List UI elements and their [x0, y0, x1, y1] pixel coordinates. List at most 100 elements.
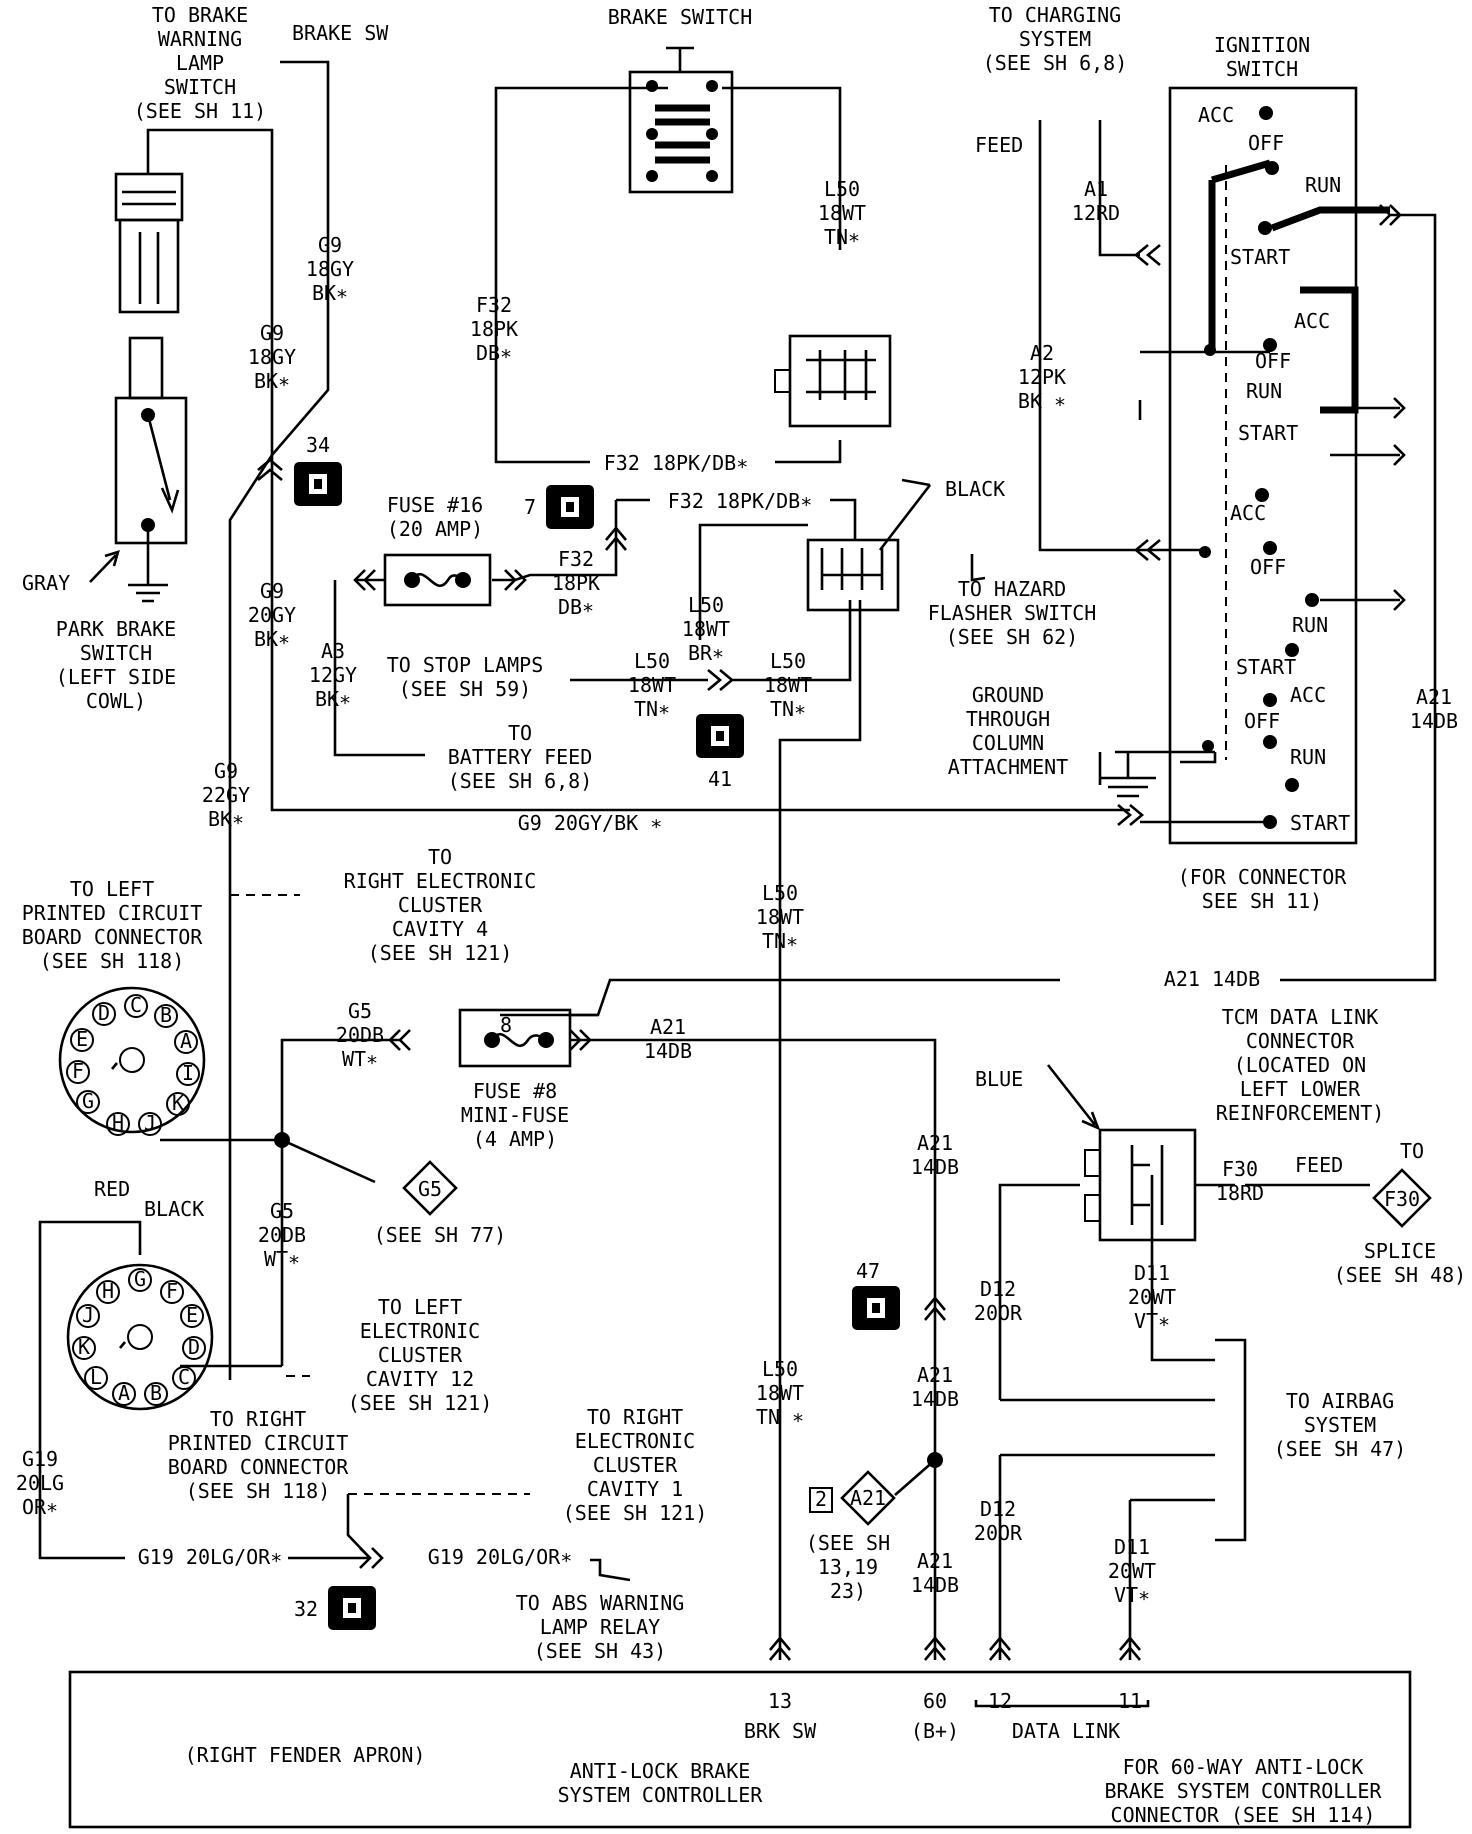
abs-relay-1: LAMP RELAY	[540, 1615, 660, 1639]
svg-text:H: H	[112, 1111, 124, 1135]
fuse-8	[458, 1008, 572, 1068]
airbag-0: TO AIRBAG	[1286, 1389, 1394, 1413]
wire-label: VT∗	[1114, 1583, 1150, 1607]
splice-id-7: 7	[524, 495, 536, 519]
svg-text:D: D	[188, 1335, 200, 1359]
left-elec12-0: TO LEFT	[378, 1295, 462, 1319]
gray-label: GRAY	[22, 571, 70, 595]
fuse8-0: FUSE #8	[473, 1079, 557, 1103]
upper-pin: I	[176, 1061, 200, 1086]
right-pcb-1: PRINTED CIRCUIT	[168, 1431, 349, 1455]
svg-text:G: G	[82, 1089, 94, 1113]
wire-label: OR∗	[22, 1495, 58, 1519]
hazard-flasher-connector	[806, 538, 900, 612]
left-pcb-3: (SEE SH 118)	[40, 949, 185, 973]
left-pcb-0: TO LEFT	[70, 877, 154, 901]
for60-0: FOR 60-WAY ANTI-LOCK	[1123, 1755, 1364, 1779]
wire-label: 20WT	[1128, 1285, 1176, 1309]
for-connector-0: (FOR CONNECTOR	[1178, 865, 1348, 889]
wire-label: BK∗	[315, 687, 351, 711]
diamond-tags	[402, 1160, 1432, 1526]
to-stop-1: (SEE SH 59)	[399, 677, 531, 701]
wire-label: L50	[770, 649, 806, 673]
svg-text:A: A	[118, 1381, 130, 1405]
tcm-4: REINFORCEMENT)	[1216, 1101, 1385, 1125]
wire-label: 12GY	[309, 663, 357, 687]
data-link: DATA LINK	[1012, 1719, 1120, 1743]
svg-text:J: J	[82, 1303, 94, 1327]
wire-label: A21	[1416, 685, 1452, 709]
black-low: BLACK	[144, 1197, 204, 1221]
svg-text:B: B	[160, 1003, 172, 1027]
blue-label: BLUE	[975, 1067, 1023, 1091]
airbag-1: SYSTEM	[1304, 1413, 1376, 1437]
charging-0: TO CHARGING	[989, 3, 1121, 27]
wire-label: F32	[558, 547, 594, 571]
lower-pin: F	[160, 1279, 184, 1304]
right-pcb-connector	[66, 1263, 214, 1411]
wire-label: F32 18PK/DB∗	[668, 489, 813, 513]
splice-id-34: 34	[306, 433, 330, 457]
ign-pos-12: ACC	[1290, 683, 1326, 707]
airbag-2: (SEE SH 47)	[1274, 1437, 1406, 1461]
lower-pin: C	[172, 1365, 196, 1390]
hazard-2: (SEE SH 62)	[946, 625, 1078, 649]
wire-label: BR∗	[688, 641, 724, 665]
left-elec12-3: CAVITY 12	[366, 1367, 474, 1391]
svg-text:C: C	[178, 1365, 190, 1389]
connector-chevrons	[257, 204, 1406, 1661]
park-brake-1: SWITCH	[80, 641, 152, 665]
fuse8-tag: 8	[500, 1013, 512, 1037]
wire-label: L50	[634, 649, 670, 673]
ign-pos-1: OFF	[1248, 131, 1284, 155]
ignition-title-1: SWITCH	[1226, 57, 1298, 81]
wire-label: 14DB	[911, 1155, 959, 1179]
ign-pos-15: START	[1290, 811, 1350, 835]
right-elec1-0: TO RIGHT	[587, 1405, 683, 1429]
fuse16-0: FUSE #16	[387, 493, 483, 517]
wire-label: 12RD	[1072, 201, 1120, 225]
upper-pin: H	[106, 1111, 130, 1136]
wire-label: D11	[1134, 1261, 1170, 1285]
splice-47-icon	[852, 1286, 900, 1330]
wire-label: BK∗	[208, 807, 244, 831]
for60-2: CONNECTOR (SEE SH 114)	[1111, 1803, 1376, 1827]
hazard-0: TO HAZARD	[958, 577, 1066, 601]
wire-paths	[38, 60, 1437, 1660]
wire-label: G9	[260, 321, 284, 345]
right-pcb-0: TO RIGHT	[210, 1407, 306, 1431]
wire-label: DB∗	[476, 341, 512, 365]
wire-label: 18WT	[756, 905, 804, 929]
pin13-1: BRK SW	[744, 1719, 817, 1743]
lower-pin: A	[112, 1381, 136, 1406]
wire-label: 20GY	[248, 603, 296, 627]
brake-warn-label-1: WARNING	[158, 27, 242, 51]
right-elec4-4: (SEE SH 121)	[368, 941, 513, 965]
lower-pin: B	[144, 1381, 168, 1406]
wire-label: 14DB	[911, 1573, 959, 1597]
right-elec1-3: CAVITY 1	[587, 1477, 683, 1501]
svg-text:H: H	[102, 1279, 114, 1303]
upper-pin: A	[174, 1029, 198, 1054]
brake-warn-label-4: (SEE SH 11)	[134, 99, 266, 123]
svg-text:C: C	[130, 993, 142, 1017]
abs-controller-box	[68, 1670, 1412, 1829]
tcm-3: LEFT LOWER	[1240, 1077, 1361, 1101]
svg-text:F: F	[166, 1279, 178, 1303]
right-elec1-4: (SEE SH 121)	[563, 1501, 708, 1525]
wire-label: 12PK	[1018, 365, 1066, 389]
tcm-0: TCM DATA LINK	[1222, 1005, 1379, 1029]
upper-pin: F	[66, 1059, 90, 1084]
wire-label: A2	[1030, 341, 1054, 365]
wire-label: A21	[917, 1549, 953, 1573]
upper-pin: E	[70, 1027, 94, 1052]
brake-switch	[628, 46, 734, 194]
splice-7-icon	[546, 485, 594, 529]
ground-col-0: GROUND	[972, 683, 1044, 707]
ign-pos-13: OFF	[1244, 709, 1280, 733]
lower-pin: G	[128, 1267, 152, 1292]
svg-text:K: K	[172, 1091, 184, 1115]
splice-1: (SEE SH 48)	[1334, 1263, 1466, 1287]
wire-label: L50	[762, 1357, 798, 1381]
wire-label: 18RD	[1216, 1181, 1264, 1205]
